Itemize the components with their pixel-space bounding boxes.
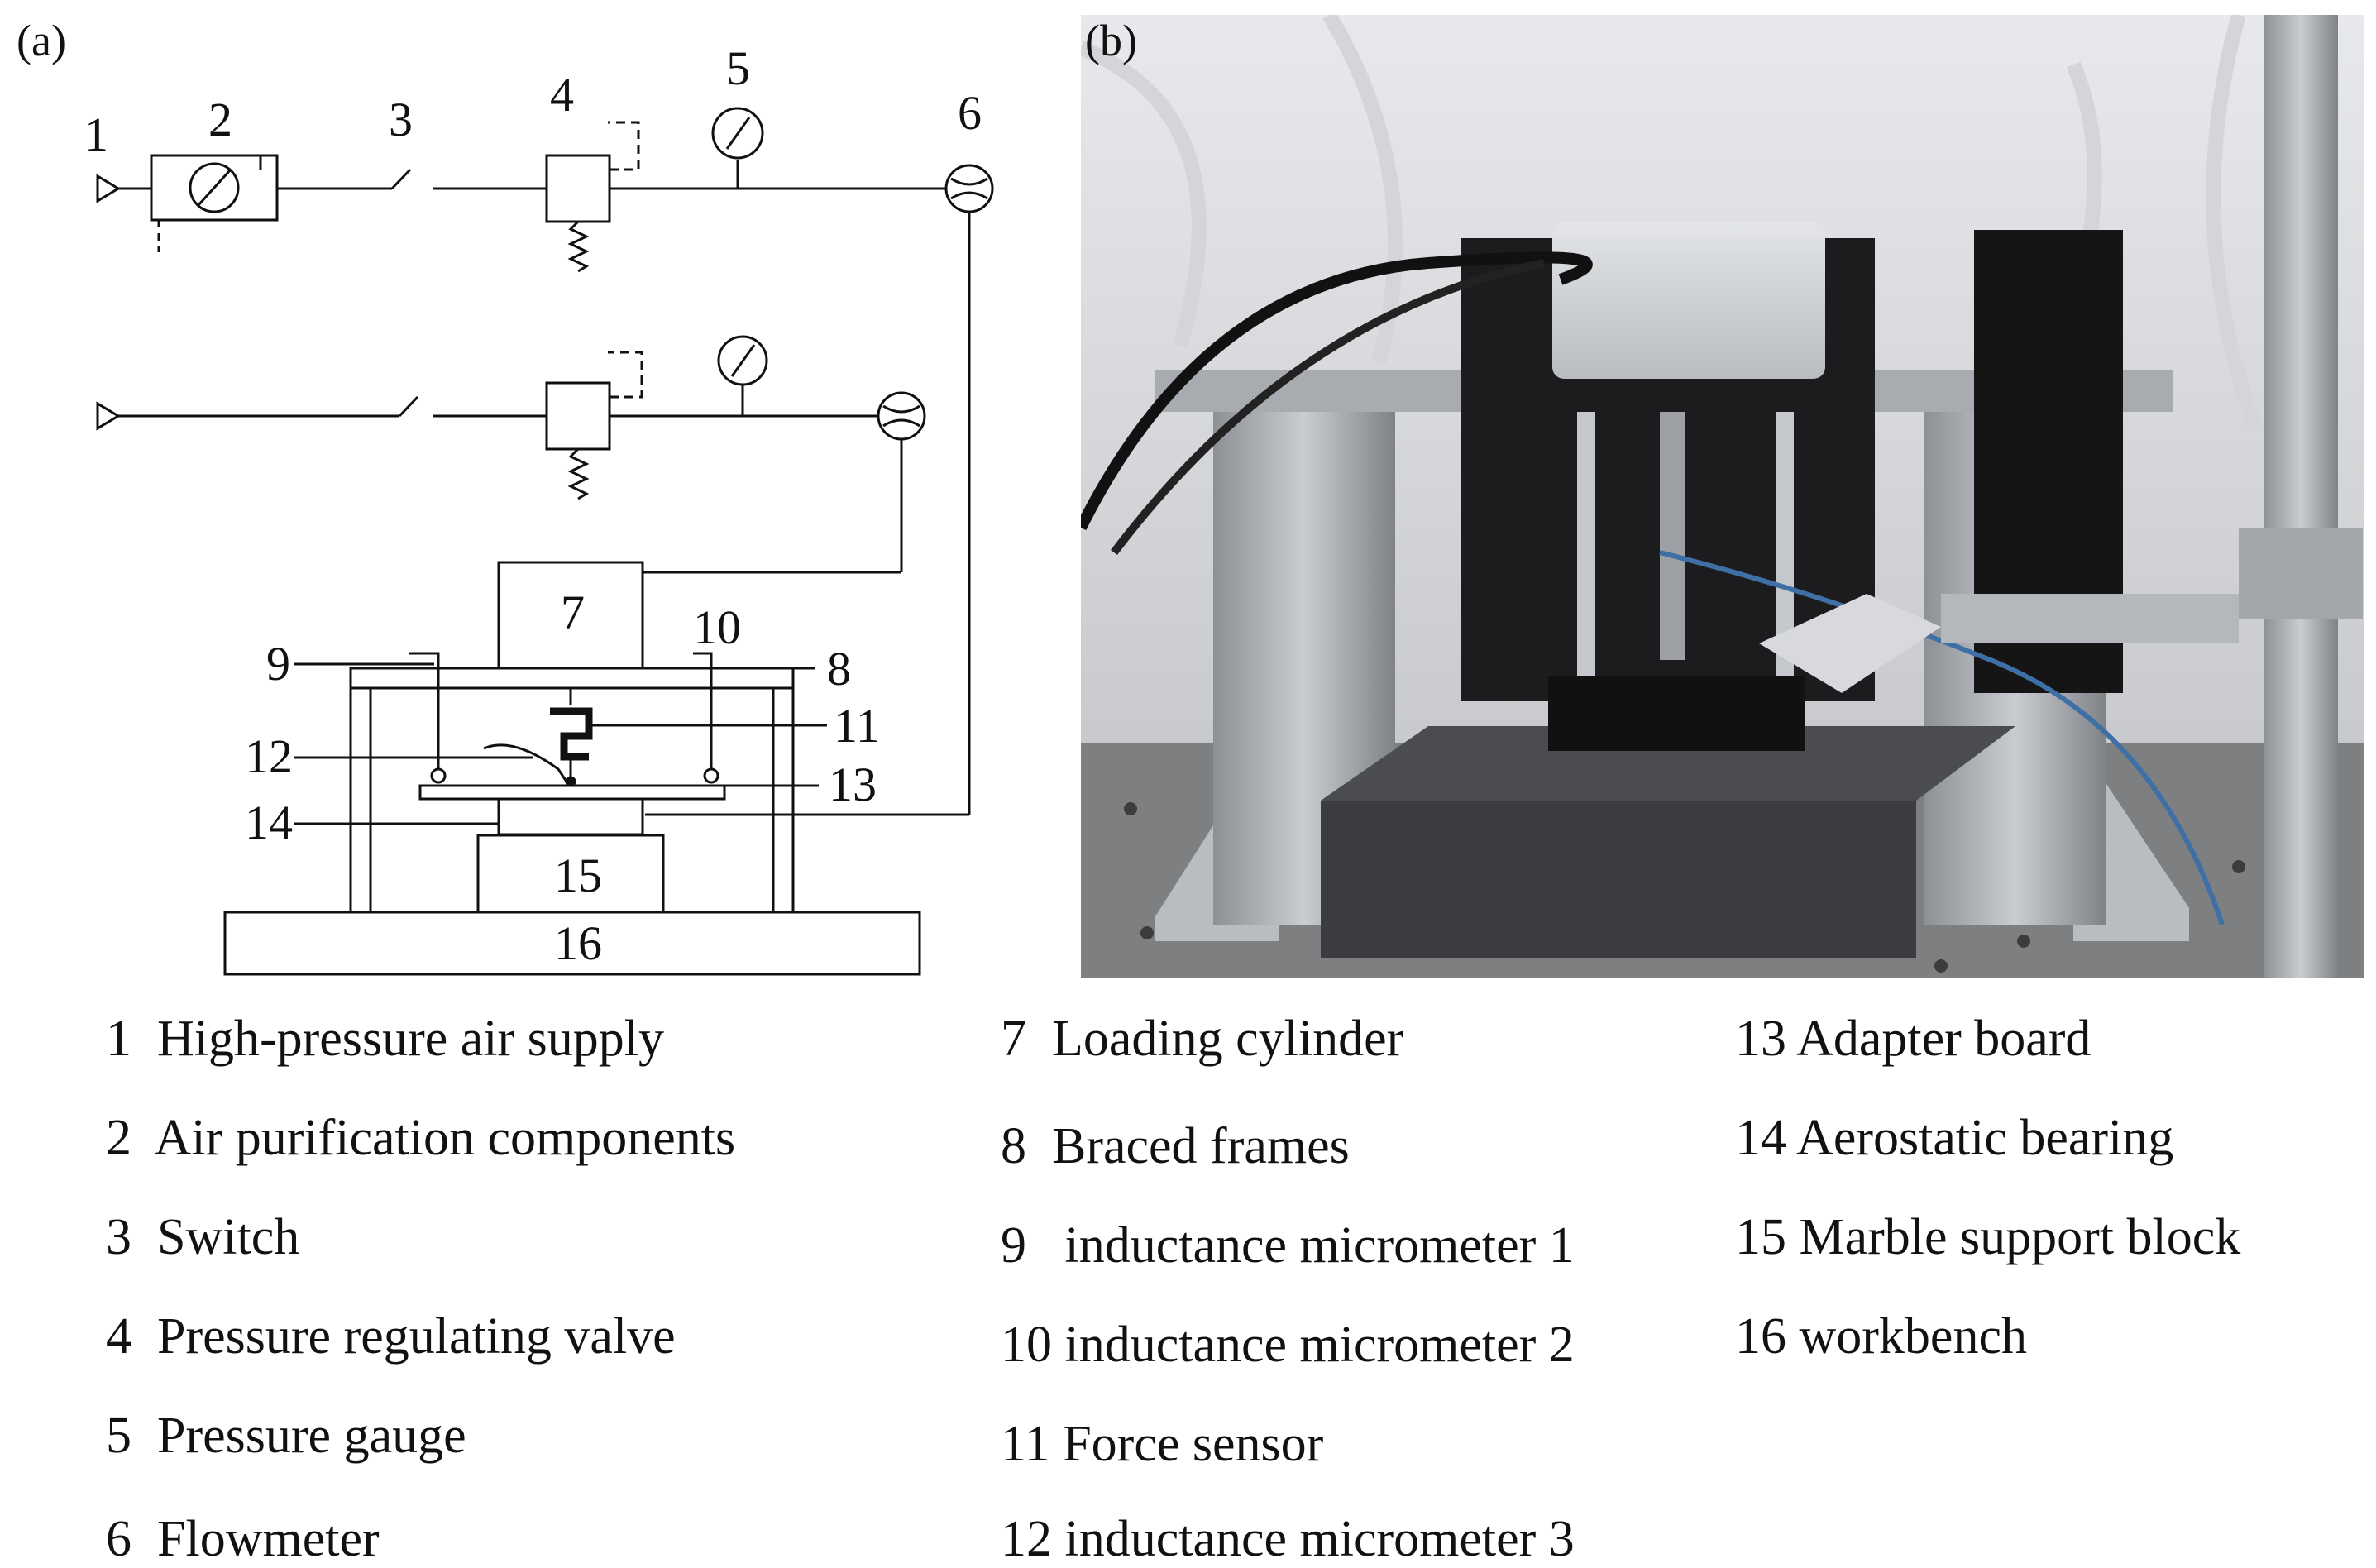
legend-item-7: 7 Loading cylinder (1001, 1011, 1404, 1067)
legend-item-4: 4 Pressure regulating valve (106, 1308, 676, 1365)
legend-item-14: 14 Aerostatic bearing (1735, 1110, 2174, 1166)
callout-15: 15 (554, 849, 602, 902)
pressure-gauge-icon-lower (717, 335, 768, 386)
legend-item-16: 16 workbench (1735, 1308, 2027, 1365)
stage-plate (1548, 676, 1805, 751)
loading-cylinder-photo (1552, 222, 1825, 379)
workbench (223, 911, 921, 976)
callout-16: 16 (554, 916, 602, 970)
micrometer-2-probe (693, 652, 713, 773)
legend-item-5: 5 Pressure gauge (106, 1408, 466, 1464)
purifier-gauge-icon (189, 162, 240, 213)
air-supply-source-icon-lower (96, 401, 121, 431)
legend-item-6: 6 Flowmeter (106, 1511, 380, 1567)
adapter-board (418, 784, 726, 801)
callout-2: 2 (208, 93, 232, 146)
switch-upper (390, 168, 412, 190)
callout-5: 5 (726, 41, 750, 95)
panel-a-label: (a) (17, 16, 66, 65)
aerostatic-bearing (497, 797, 644, 836)
legend-item-10: 10 inductance micrometer 2 (1001, 1317, 1575, 1373)
callout-9: 9 (266, 637, 290, 691)
marble-block-photo (1321, 726, 2015, 801)
callout-8: 8 (827, 642, 851, 696)
test-rig-photo (1081, 15, 2364, 978)
pressure-regulating-valve-upper (545, 154, 611, 223)
panel-b-label: (b) (1085, 16, 1137, 65)
flowmeter-icon-upper (944, 164, 994, 213)
clamp-arm (1759, 594, 1941, 693)
pressure-regulating-valve-lower (545, 381, 611, 451)
callout-14: 14 (245, 796, 293, 849)
air-supply-source-icon (96, 174, 121, 203)
legend-item-11: 11 Force sensor (1001, 1416, 1324, 1472)
pressure-gauge-icon-upper (711, 107, 764, 160)
switch-lower (398, 395, 419, 418)
legend-item-13: 13 Adapter board (1735, 1011, 2092, 1067)
callout-4: 4 (550, 68, 574, 122)
callout-13: 13 (829, 758, 877, 811)
legend-item-15: 15 Marble support block (1735, 1209, 2241, 1265)
braced-frame-top (349, 667, 795, 690)
callout-1: 1 (84, 108, 108, 161)
callout-11: 11 (834, 699, 880, 753)
legend-item-1: 1 High-pressure air supply (106, 1011, 664, 1067)
callout-10: 10 (693, 600, 741, 654)
legend-item-9: 9 inductance micrometer 1 (1001, 1217, 1575, 1274)
force-sensor-icon (550, 707, 593, 761)
legend-item-12: 12 inductance micrometer 3 (1001, 1511, 1575, 1567)
pneumatic-schematic: 1 2 3 4 5 6 7 8 9 10 11 12 13 14 15 16 (84, 41, 994, 976)
micrometer-1-probe (409, 652, 440, 773)
callout-12: 12 (245, 729, 293, 783)
flowmeter-icon-lower (877, 391, 926, 441)
legend-item-2: 2 Air purification components (106, 1110, 736, 1166)
vertical-stand (2264, 15, 2338, 978)
callout-7: 7 (561, 586, 585, 639)
callout-6: 6 (958, 86, 982, 140)
legend-item-8: 8 Braced frames (1001, 1118, 1350, 1174)
micrometer-3-probe (483, 743, 568, 782)
callout-3: 3 (389, 93, 413, 146)
legend-item-3: 3 Switch (106, 1209, 300, 1265)
